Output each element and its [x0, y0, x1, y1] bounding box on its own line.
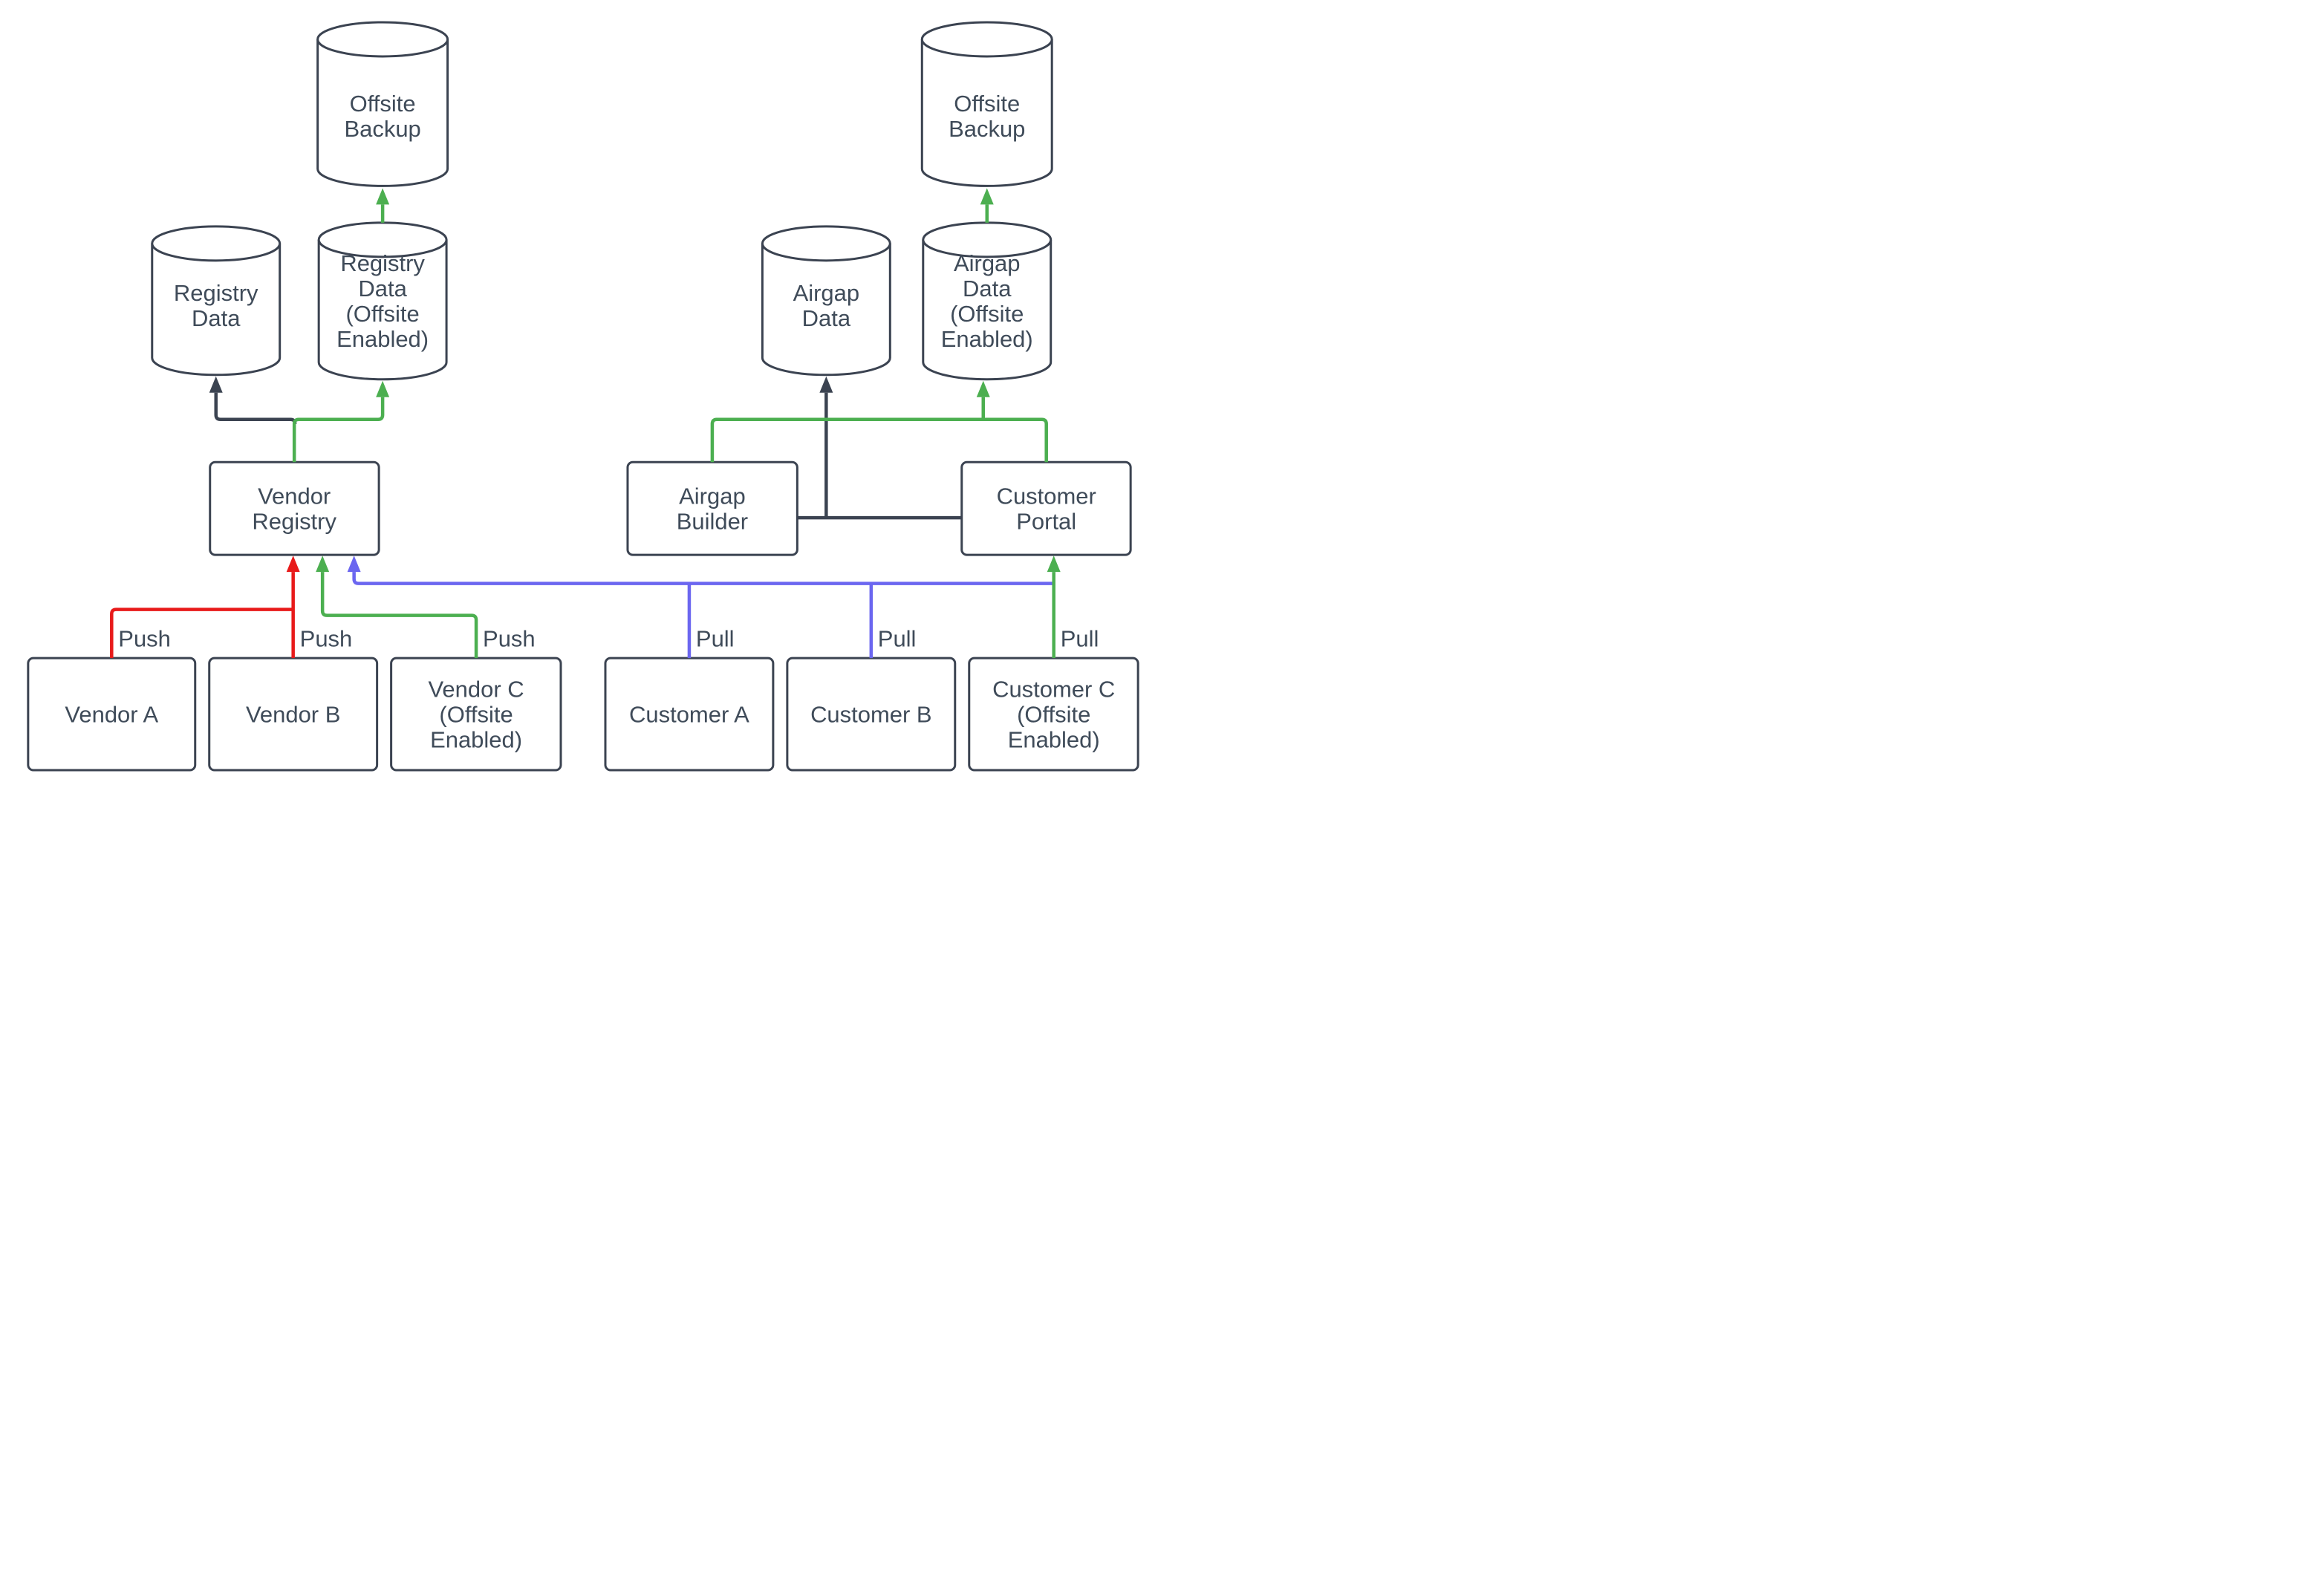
label-airgap-data-2: Data [802, 305, 851, 331]
architecture-diagram: Offsite Backup Registry Data Registry Da… [27, 21, 1139, 772]
edges-green [292, 188, 1061, 659]
label-offsite-backup-left-2: Backup [344, 116, 420, 142]
arrowhead-into-registry-data [209, 376, 223, 393]
node-shapes [27, 21, 1139, 772]
label-registry-data-offsite-3: (Offsite [345, 301, 419, 327]
label-customer-c-1: Customer C [992, 677, 1115, 703]
label-registry-data-1: Registry [174, 280, 258, 306]
label-vendor-c-2: (Offsite [439, 702, 513, 728]
label-offsite-backup-right-1: Offsite [954, 91, 1020, 117]
label-customer-a: Customer A [629, 702, 749, 728]
label-customer-c-2: (Offsite [1017, 702, 1090, 728]
cylinder-offsite-backup-left [316, 21, 449, 187]
node-labels: Offsite Backup Registry Data Registry Da… [65, 91, 1115, 753]
edge-label-pull-customer-b: Pull [878, 626, 917, 652]
edges-blue [347, 556, 1054, 659]
edge-label-push-vendor-a: Push [118, 626, 171, 652]
label-vendor-c-3: Enabled) [430, 727, 522, 753]
arrowhead-red-into-vendor-registry [286, 556, 300, 573]
edge-portal-to-airgap-builder [710, 417, 1048, 463]
label-airgap-data-1: Airgap [793, 280, 860, 306]
label-offsite-backup-left-1: Offsite [350, 91, 416, 117]
label-vendor-b: Vendor B [246, 702, 340, 728]
label-airgap-builder-2: Builder [677, 509, 748, 535]
edge-labels: Push Push Push Pull Pull Pull [118, 626, 1099, 652]
label-vendor-a: Vendor A [65, 702, 158, 728]
arrowhead-green-into-vendor-registry [316, 556, 330, 573]
diagram-canvas: Offsite Backup Registry Data Registry Da… [0, 0, 1156, 798]
edge-label-push-vendor-b: Push [300, 626, 353, 652]
label-registry-data-offsite-2: Data [358, 276, 407, 302]
label-airgap-data-offsite-2: Data [963, 276, 1012, 302]
label-airgap-data-offsite-3: (Offsite [950, 301, 1024, 327]
label-registry-data-offsite-4: Enabled) [336, 326, 429, 352]
arrowhead-blue-into-vendor-registry [347, 556, 361, 573]
edge-label-push-vendor-c: Push [483, 626, 536, 652]
label-vendor-c-1: Vendor C [429, 677, 524, 703]
cylinder-registry-data-offsite [317, 221, 448, 381]
label-vendor-registry-2: Registry [252, 509, 336, 535]
label-customer-b: Customer B [810, 702, 932, 728]
arrowhead-into-registry-data-offsite [376, 380, 390, 397]
edges-red [110, 556, 300, 659]
label-registry-data-2: Data [192, 305, 241, 331]
label-airgap-data-offsite-1: Airgap [954, 250, 1021, 276]
arrowhead-into-airgap-data-offsite [976, 380, 990, 397]
arrowhead-into-airgap-data [819, 376, 833, 393]
label-offsite-backup-right-2: Backup [949, 116, 1025, 142]
arrowhead-into-offsite-backup-right [980, 188, 994, 205]
label-customer-c-3: Enabled) [1008, 727, 1100, 753]
label-airgap-builder-1: Airgap [679, 483, 746, 509]
arrowhead-green-into-customer-portal [1047, 556, 1061, 573]
edge-push-vendor-a [110, 608, 293, 659]
cylinder-airgap-data-offsite [922, 221, 1053, 381]
arrowhead-into-offsite-backup-left [376, 188, 390, 205]
label-customer-portal-2: Portal [1016, 509, 1076, 535]
edge-label-pull-customer-a: Pull [696, 626, 735, 652]
cylinder-airgap-data [761, 225, 891, 377]
edge-push-vendor-c [320, 572, 478, 659]
edge-registry-to-registry-data-offsite [292, 397, 385, 463]
label-vendor-registry-1: Vendor [258, 483, 331, 509]
edge-registry-to-registry-data [214, 392, 297, 424]
label-registry-data-offsite-1: Registry [340, 250, 425, 276]
label-customer-portal-1: Customer [997, 483, 1096, 509]
edge-label-pull-customer-c: Pull [1061, 626, 1099, 652]
cylinder-registry-data [151, 225, 282, 377]
edge-pull-trunk [352, 572, 1054, 585]
label-airgap-data-offsite-4: Enabled) [941, 326, 1033, 352]
cylinder-offsite-backup-right [920, 21, 1053, 187]
